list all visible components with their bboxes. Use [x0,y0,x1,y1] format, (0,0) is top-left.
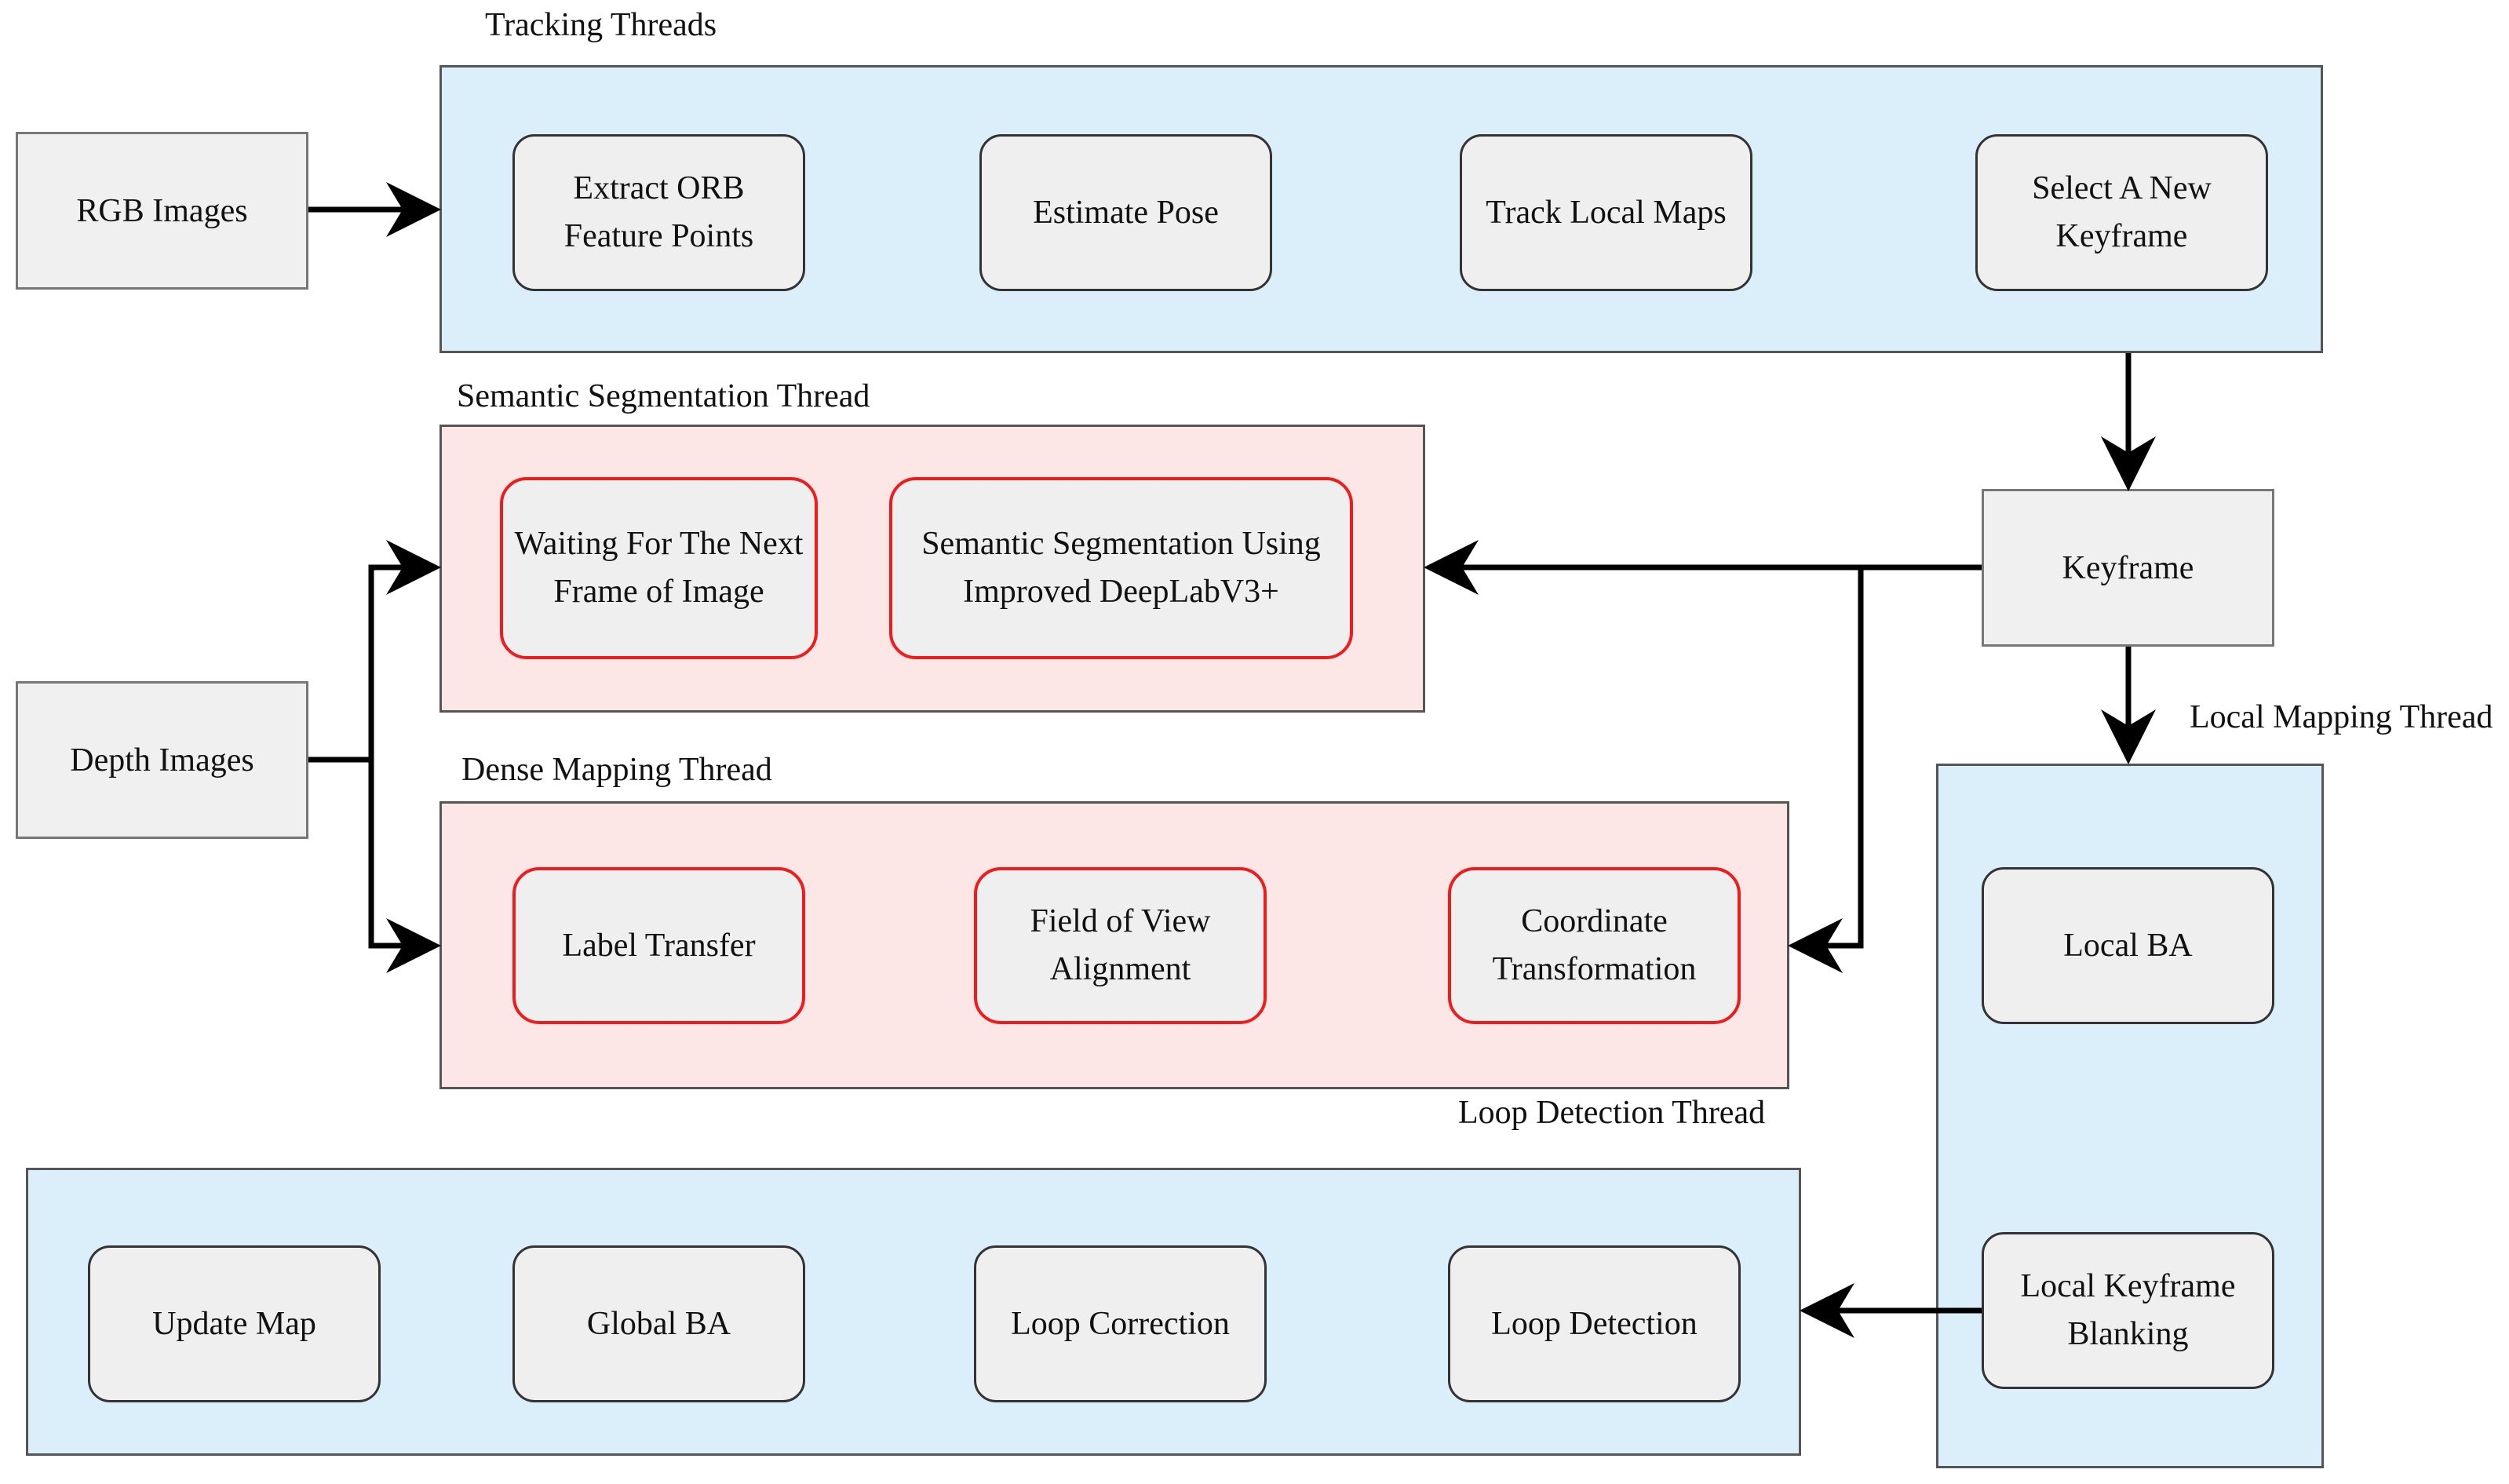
node-track-local-maps: Track Local Maps [1460,134,1752,291]
node-select-new-keyframe: Select A New Keyframe [1975,134,2268,291]
keyframe-box: Keyframe [1982,489,2274,647]
loop-thread-title: Loop Detection Thread [1458,1095,1766,1131]
node-extract-orb: Extract ORB Feature Points [512,134,805,291]
arrow-depth-to-dense [368,760,441,973]
node-field-of-view-alignment: Field of View Alignment [974,867,1267,1024]
arrow-keyframe-to-dense [1788,567,1864,973]
node-loop-detection: Loop Detection [1448,1245,1741,1402]
node-global-ba: Global BA [512,1245,805,1402]
node-waiting-next-frame: Waiting For The Next Frame of Image [500,477,818,659]
node-label-transfer: Label Transfer [512,867,805,1024]
node-update-map: Update Map [88,1245,381,1402]
node-local-keyframe-blanking: Local Keyframe Blanking [1982,1232,2274,1389]
semantic-thread-title: Semantic Segmentation Thread [457,378,870,414]
tracking-thread-title: Tracking Threads [485,7,717,43]
node-estimate-pose: Estimate Pose [979,134,1272,291]
local-mapping-thread-title: Local Mapping Thread [2190,699,2493,735]
node-semantic-segmentation: Semantic Segmentation Using Improved Dee… [889,477,1353,659]
rgb-images-box: RGB Images [16,132,308,290]
depth-images-box: Depth Images [16,681,308,839]
node-loop-correction: Loop Correction [974,1245,1267,1402]
arrow-depth-to-semantic [368,540,441,760]
node-coordinate-transformation: Coordinate Transformation [1448,867,1741,1024]
node-local-ba: Local BA [1982,867,2274,1024]
dense-thread-title: Dense Mapping Thread [461,752,772,788]
